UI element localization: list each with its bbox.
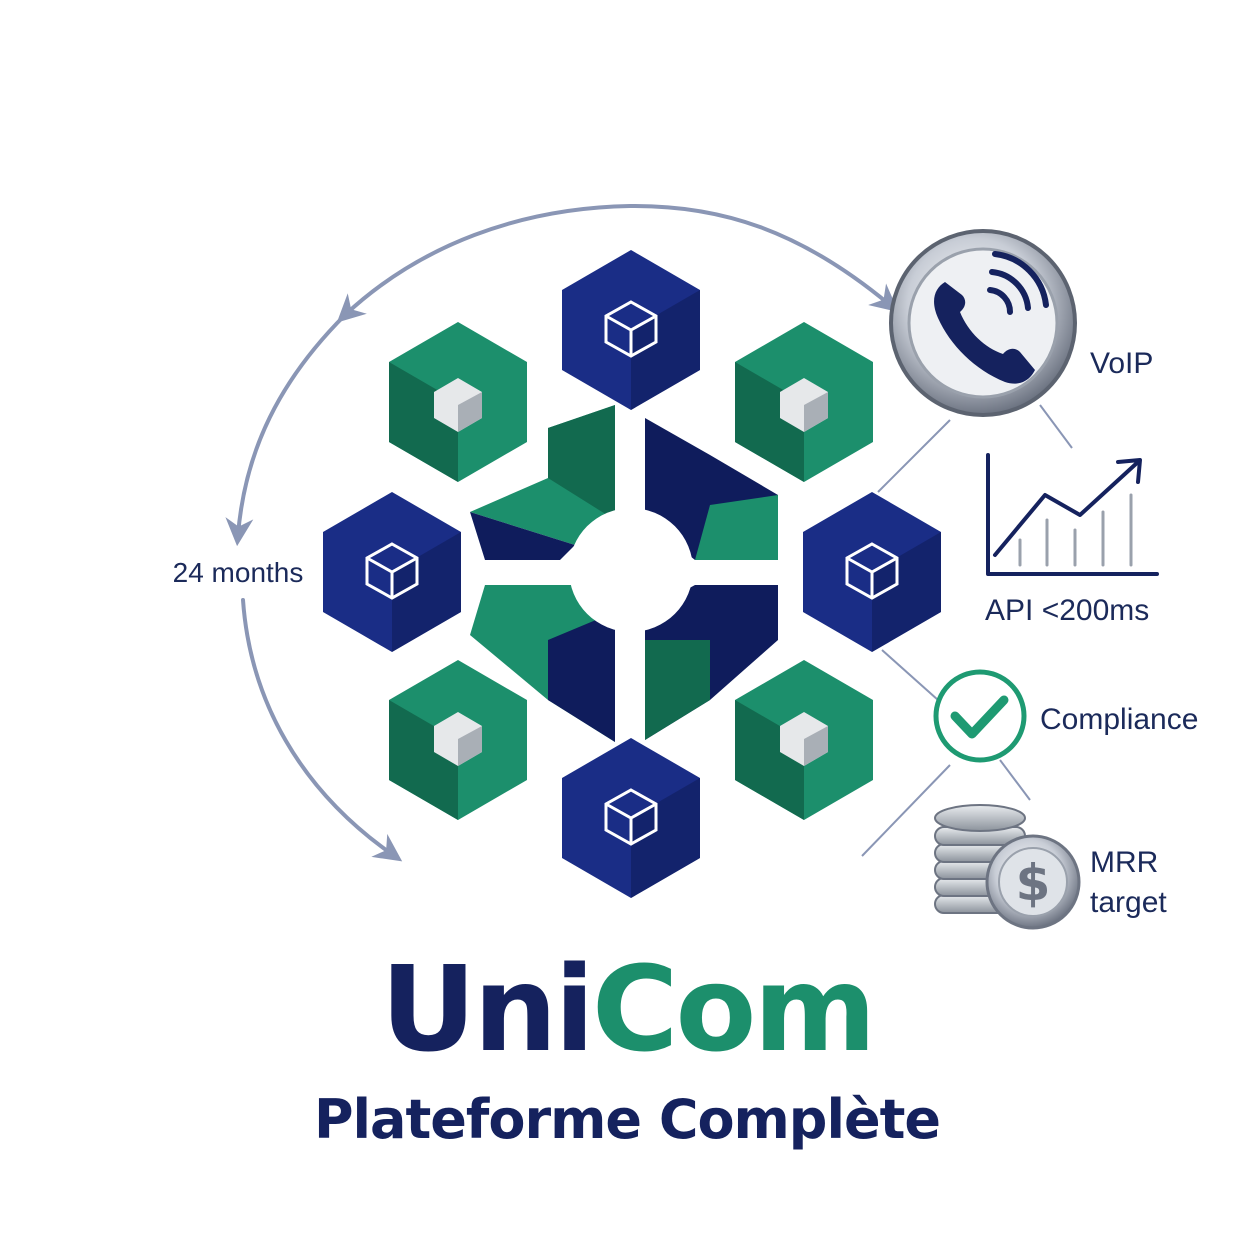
- cycle-label: 24 months: [173, 557, 304, 588]
- mrr-label-line1: MRR: [1090, 846, 1158, 879]
- compliance-label: Compliance: [1040, 703, 1198, 736]
- voip-label: VoIP: [1090, 347, 1153, 380]
- brand-title: UniCom: [0, 944, 1254, 1075]
- mrr-metric: $ MRR target: [934, 804, 1167, 930]
- cube-icon: [604, 300, 658, 358]
- coins-icon: $: [934, 804, 1081, 930]
- api-metric: API <200ms: [985, 453, 1159, 627]
- timeline-arc: [225, 203, 899, 862]
- svg-text:$: $: [1016, 854, 1051, 912]
- api-label: API <200ms: [985, 594, 1149, 627]
- timeline-arc-lower-left: [241, 598, 403, 862]
- check-circle-icon: [933, 669, 1027, 763]
- brand-tagline: Plateforme Complète: [313, 1088, 941, 1151]
- metric-connectors: [861, 404, 1073, 857]
- hub-center: [569, 508, 693, 632]
- cube-top: [562, 250, 700, 410]
- cube-bottom: [562, 738, 700, 898]
- cube-upper-left: [389, 322, 527, 482]
- timeline-arc-top: [336, 203, 899, 323]
- cube-lower-right: [735, 660, 873, 820]
- cube-icon: [365, 542, 419, 600]
- timeline-arc-upper-left: [225, 313, 347, 547]
- voip-metric: VoIP: [889, 229, 1153, 417]
- brand-name-part1: Uni: [380, 940, 595, 1078]
- hub-connectors: [470, 405, 778, 742]
- cube-right: [803, 492, 941, 652]
- line-chart-icon: [986, 453, 1159, 576]
- cube-upper-right: [735, 322, 873, 482]
- cube-left: [323, 492, 461, 652]
- phone-icon: [889, 229, 1077, 417]
- compliance-metric: Compliance: [933, 669, 1198, 763]
- cube-lower-left: [389, 660, 527, 820]
- cube-icon: [845, 542, 899, 600]
- mrr-label-line2: target: [1090, 886, 1167, 919]
- brand-name-part2: Com: [591, 940, 877, 1078]
- cube-icon: [604, 788, 658, 846]
